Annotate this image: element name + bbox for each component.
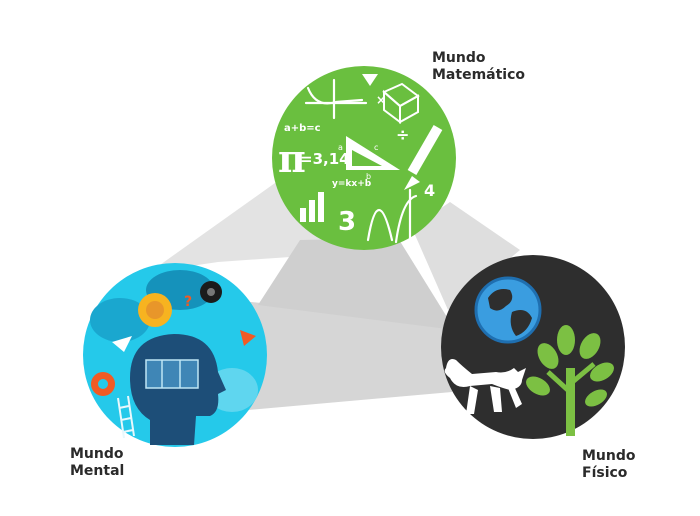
- orange-arrow-icon: [240, 330, 256, 346]
- math-text-three: 3: [338, 207, 356, 237]
- math-text-sum: a+b=c: [284, 123, 321, 134]
- tree-icon: [526, 325, 614, 436]
- graph-curve-right: [394, 194, 418, 244]
- connectors: [150, 178, 520, 410]
- math-world-circle: a+b=c π =3,14 y=kx+b 3 4 ÷ × a b c: [272, 66, 456, 250]
- mental-cloud-left: [90, 298, 150, 342]
- orange-gear-icon: [91, 372, 115, 396]
- math-text-linear: y=kx+b: [332, 179, 372, 189]
- math-text-pi: π: [278, 136, 306, 181]
- math-text-division: ÷: [396, 125, 409, 144]
- triangle-label-a: a: [338, 143, 343, 152]
- paper-plane-icon: [112, 336, 132, 352]
- gear-brain-icon: [138, 293, 172, 327]
- math-text-times: ×: [376, 93, 386, 107]
- ruler-icon: [404, 124, 443, 190]
- triangle-label-b: b: [366, 172, 371, 181]
- label-mundo-fisico: Mundo Físico: [582, 448, 636, 482]
- wheel-icon: [200, 281, 222, 303]
- ladder-icon: [117, 395, 135, 439]
- triangle-label-c: c: [374, 143, 378, 152]
- label-fisico-line2: Físico: [582, 465, 628, 481]
- question-mark-icon: ?: [184, 294, 192, 310]
- right-triangle-icon: [346, 136, 400, 170]
- cat-silhouette: [444, 359, 526, 414]
- connector-core: [258, 238, 455, 330]
- math-text-pi-value: =3,14: [300, 150, 350, 168]
- cube-icon: [382, 82, 420, 124]
- label-mundo-mental: Mundo Mental: [70, 446, 124, 480]
- parabola-curve: [366, 208, 394, 242]
- globe-icon: [474, 276, 542, 344]
- label-mental-line2: Mental: [70, 463, 125, 479]
- label-matematico-line1: Mundo: [432, 50, 486, 66]
- paper-shape-icon: [362, 74, 378, 86]
- physical-world-circle: [441, 255, 625, 439]
- math-text-four: 4: [424, 181, 435, 200]
- label-mundo-matematico: Mundo Matemático: [432, 50, 525, 84]
- connector-mental-fisico: [232, 300, 452, 410]
- label-mental-line1: Mundo: [70, 446, 124, 462]
- bar-chart-icon: [300, 192, 324, 222]
- film-strip-icon: [145, 359, 199, 389]
- connector-math-fisico: [412, 202, 520, 310]
- label-fisico-line1: Mundo: [582, 448, 636, 464]
- mental-world-circle: ?: [83, 263, 267, 447]
- label-matematico-line2: Matemático: [432, 67, 526, 83]
